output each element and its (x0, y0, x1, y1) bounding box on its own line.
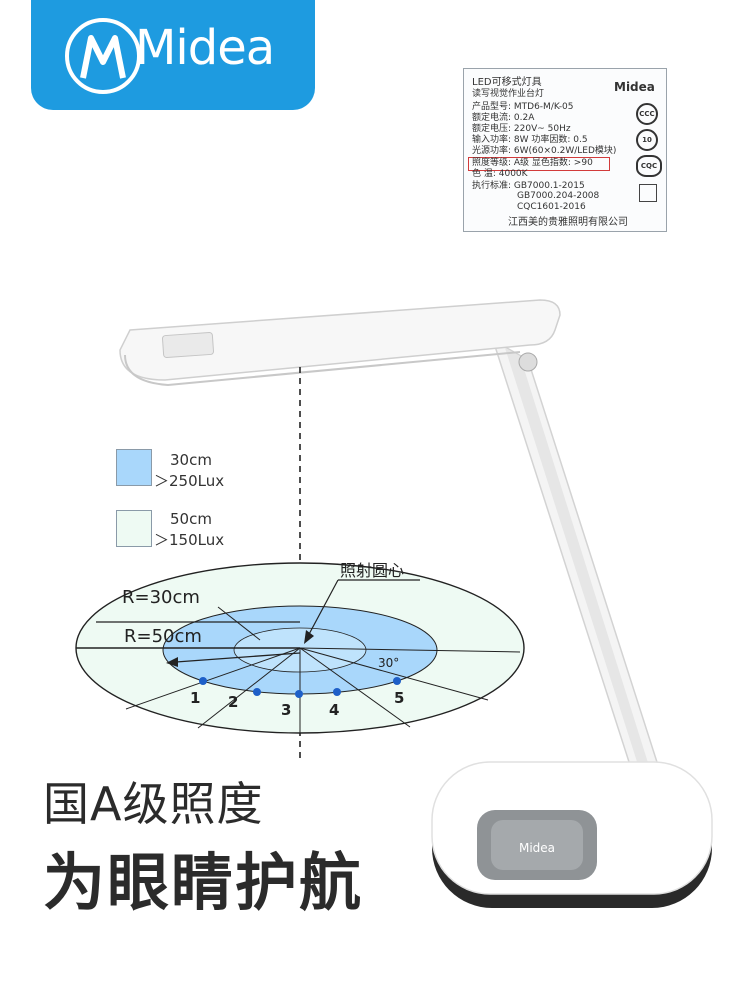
legend-far-distance: 50cm (170, 510, 212, 528)
label-logo: Midea (614, 80, 655, 94)
class-ii-icon (639, 184, 657, 202)
label-row: 照度等级: A级 显色指数: >90 (472, 158, 593, 168)
point-label-1: 1 (190, 689, 200, 707)
point-marker (253, 688, 261, 696)
base-logo-text: Midea (519, 841, 555, 855)
brand-name: Midea (135, 20, 275, 76)
point-marker (295, 690, 303, 698)
lamp-base: Midea (431, 761, 713, 908)
illumination-zones (75, 562, 525, 734)
product-label: LED可移式灯具 读写视觉作业台灯 产品型号: MTD6-M/K-05 额定电流… (463, 68, 667, 232)
ccc-cert-icon: CCC (636, 103, 658, 125)
angle-label: 30° (378, 656, 399, 670)
brand-banner: Midea (31, 0, 315, 110)
label-row: LED可移式灯具 (472, 77, 542, 88)
label-row: 额定电流: 0.2A (472, 113, 535, 123)
headline-line2: 为眼睛护航 (43, 846, 364, 919)
legend-near-swatch (116, 449, 152, 486)
lamp-arm (491, 338, 665, 804)
cqc-cert-icon: CQC (636, 155, 662, 177)
lamp-head (119, 299, 561, 387)
radius-30-label: R=30cm (122, 587, 200, 608)
point-label-2: 2 (228, 693, 238, 711)
label-row: 输入功率: 8W 功率因数: 0.5 (472, 135, 588, 145)
radius-50-label: R=50cm (124, 626, 202, 647)
energy-cert-icon: 10 (636, 129, 658, 151)
point-label-4: 4 (329, 701, 339, 719)
label-row: 产品型号: MTD6-M/K-05 (472, 102, 574, 112)
legend-far-swatch (116, 510, 152, 547)
label-row: 色 温: 4000K (472, 169, 528, 179)
legend-near-distance: 30cm (170, 451, 212, 469)
point-marker (393, 677, 401, 685)
label-row: 光源功率: 6W(60×0.2W/LED模块) (472, 146, 617, 156)
label-row: CQC1601-2016 (517, 202, 586, 212)
label-row: GB7000.204-2008 (517, 191, 600, 201)
headline-line1: 国A级照度 (43, 777, 264, 831)
point-marker (199, 677, 207, 685)
point-label-3: 3 (281, 701, 291, 719)
legend-near-lux: ＞250Lux (154, 472, 225, 490)
label-row: 额定电压: 220V~ 50Hz (472, 124, 571, 134)
label-row: 执行标准: GB7000.1-2015 (472, 181, 585, 191)
label-maker: 江西美的贵雅照明有限公司 (508, 217, 628, 228)
center-label: 照射圆心 (340, 561, 404, 580)
highlight-box (468, 157, 610, 171)
point-marker (333, 688, 341, 696)
label-row: 读写视觉作业台灯 (472, 89, 545, 99)
legend-far-lux: ＞150Lux (154, 531, 225, 549)
point-label-5: 5 (394, 689, 404, 707)
midea-logo-icon (65, 18, 141, 94)
measurement-points (199, 677, 401, 698)
